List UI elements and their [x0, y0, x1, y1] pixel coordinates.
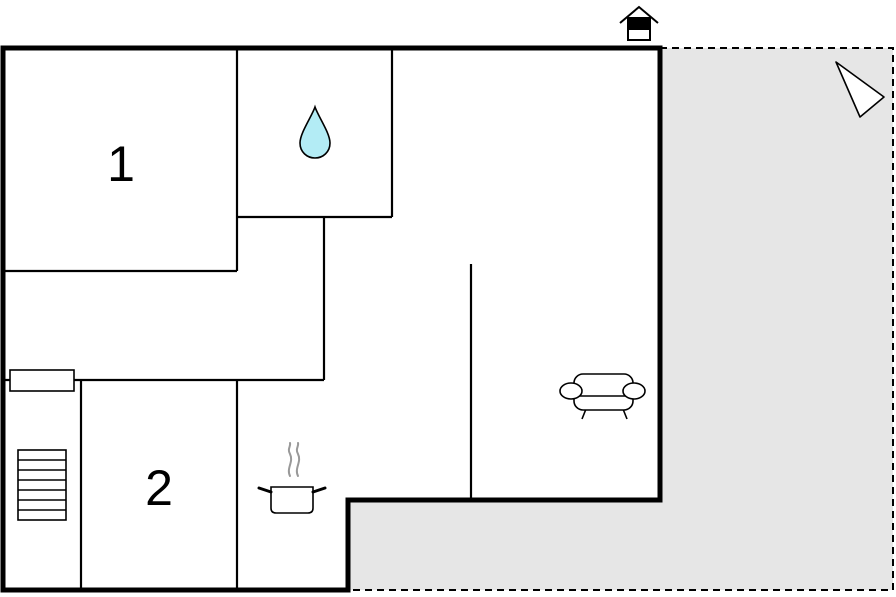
- terrace-fill: [348, 48, 893, 590]
- cooking-pot-icon: [257, 442, 327, 514]
- water-drop-icon: [299, 104, 331, 159]
- steam-icon: [287, 442, 301, 477]
- outer-wall: [0, 45, 663, 593]
- room-label-2: 2: [145, 460, 173, 516]
- house-entrance-icon: [619, 5, 659, 41]
- north-arrow-icon: [835, 61, 885, 118]
- stairs-icon: [17, 449, 67, 521]
- terrace: [348, 47, 894, 591]
- interior-walls: [3, 48, 473, 590]
- heater-icon: [9, 369, 75, 392]
- room-label-1: 1: [107, 136, 135, 192]
- terrace-dashed-border: [348, 47, 894, 591]
- sofa-icon: [559, 373, 646, 420]
